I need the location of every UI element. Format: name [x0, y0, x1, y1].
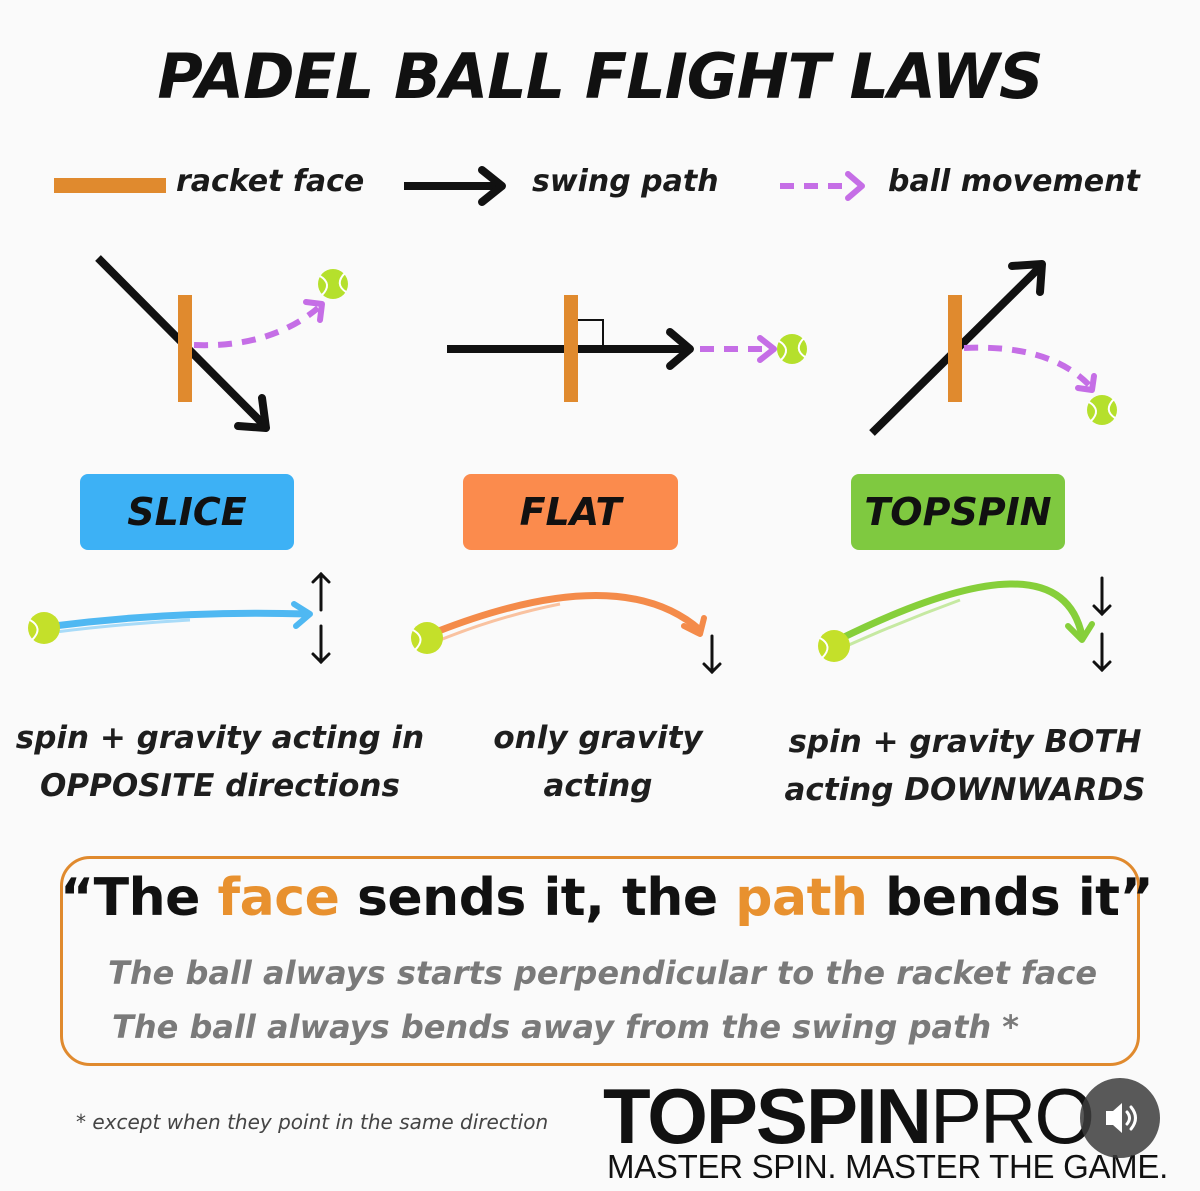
tennis-ball-icon	[318, 269, 348, 299]
flat-description-line1: only gravity	[493, 720, 703, 756]
legend-graphics	[54, 166, 865, 206]
flat-flight	[411, 592, 722, 675]
topspin-description: spin + gravity BOTH acting DOWNWARDS	[760, 718, 1170, 814]
quote-close: bends it”	[867, 868, 1154, 928]
slice-description: spin + gravity acting in OPPOSITE direct…	[10, 714, 430, 810]
topspin-racket-diagram	[869, 260, 1117, 436]
flat-description: only gravity acting	[448, 714, 748, 810]
up-down-arrow-icon	[311, 571, 331, 665]
tennis-ball-icon	[1087, 395, 1117, 425]
quote-path-word: path	[735, 868, 868, 928]
slice-label-pill: SLICE	[80, 474, 294, 550]
tennis-ball-icon	[777, 334, 807, 364]
flat-racket-diagram	[447, 295, 807, 402]
legend-swing-path-label: swing path	[532, 164, 719, 199]
speaker-icon	[1106, 1103, 1137, 1133]
brand-logo: TOPSPINPRO	[603, 1076, 1095, 1156]
double-down-arrow-icon	[1092, 576, 1112, 673]
legend-ball-movement-arrow-icon	[780, 171, 865, 201]
brand-tagline: MASTER SPIN. MASTER THE GAME.	[607, 1148, 1168, 1185]
footnote: * except when they point in the same dir…	[76, 1110, 549, 1134]
legend-racket-swatch	[54, 178, 166, 193]
racket-diagrams	[95, 255, 1117, 436]
rule-perpendicular: The ball always starts perpendicular to …	[108, 954, 1098, 992]
brand-logo-bold: TOPSPIN	[603, 1072, 932, 1160]
flat-description-line2: acting	[543, 768, 653, 804]
quote-headline: “The face sends it, the path bends it”	[60, 868, 1154, 928]
brand-logo-light: PRO	[929, 1072, 1095, 1160]
legend-racket-face-label: racket face	[176, 164, 365, 199]
topspin-flight	[818, 576, 1112, 673]
quote-middle: sends it, the	[339, 868, 736, 928]
tennis-ball-icon	[818, 630, 850, 662]
flat-label-pill: FLAT	[463, 474, 678, 550]
slice-flight	[28, 571, 331, 665]
legend-swing-arrow-icon	[404, 166, 506, 206]
topspin-label-pill: TOPSPIN	[851, 474, 1065, 550]
slice-description-line1: spin + gravity acting in	[15, 720, 425, 756]
quote-box	[60, 856, 1140, 1066]
topspin-description-line2: acting DOWNWARDS	[784, 772, 1146, 808]
tennis-ball-icon	[28, 612, 60, 644]
slice-racket-diagram	[95, 255, 348, 432]
quote-open: “The	[60, 868, 218, 928]
audio-toggle-button[interactable]	[1080, 1078, 1160, 1158]
page-title: PADEL BALL FLIGHT LAWS	[157, 40, 1043, 113]
ball-flight-curves	[28, 571, 1112, 675]
topspin-description-line1: spin + gravity BOTH	[788, 724, 1142, 760]
rule-bends-away: The ball always bends away from the swin…	[112, 1008, 1020, 1046]
down-arrow-icon	[702, 634, 722, 675]
slice-description-line2: OPPOSITE directions	[40, 768, 400, 804]
quote-face-word: face	[217, 868, 340, 928]
tennis-ball-icon	[411, 622, 443, 654]
legend-ball-movement-label: ball movement	[888, 164, 1140, 199]
